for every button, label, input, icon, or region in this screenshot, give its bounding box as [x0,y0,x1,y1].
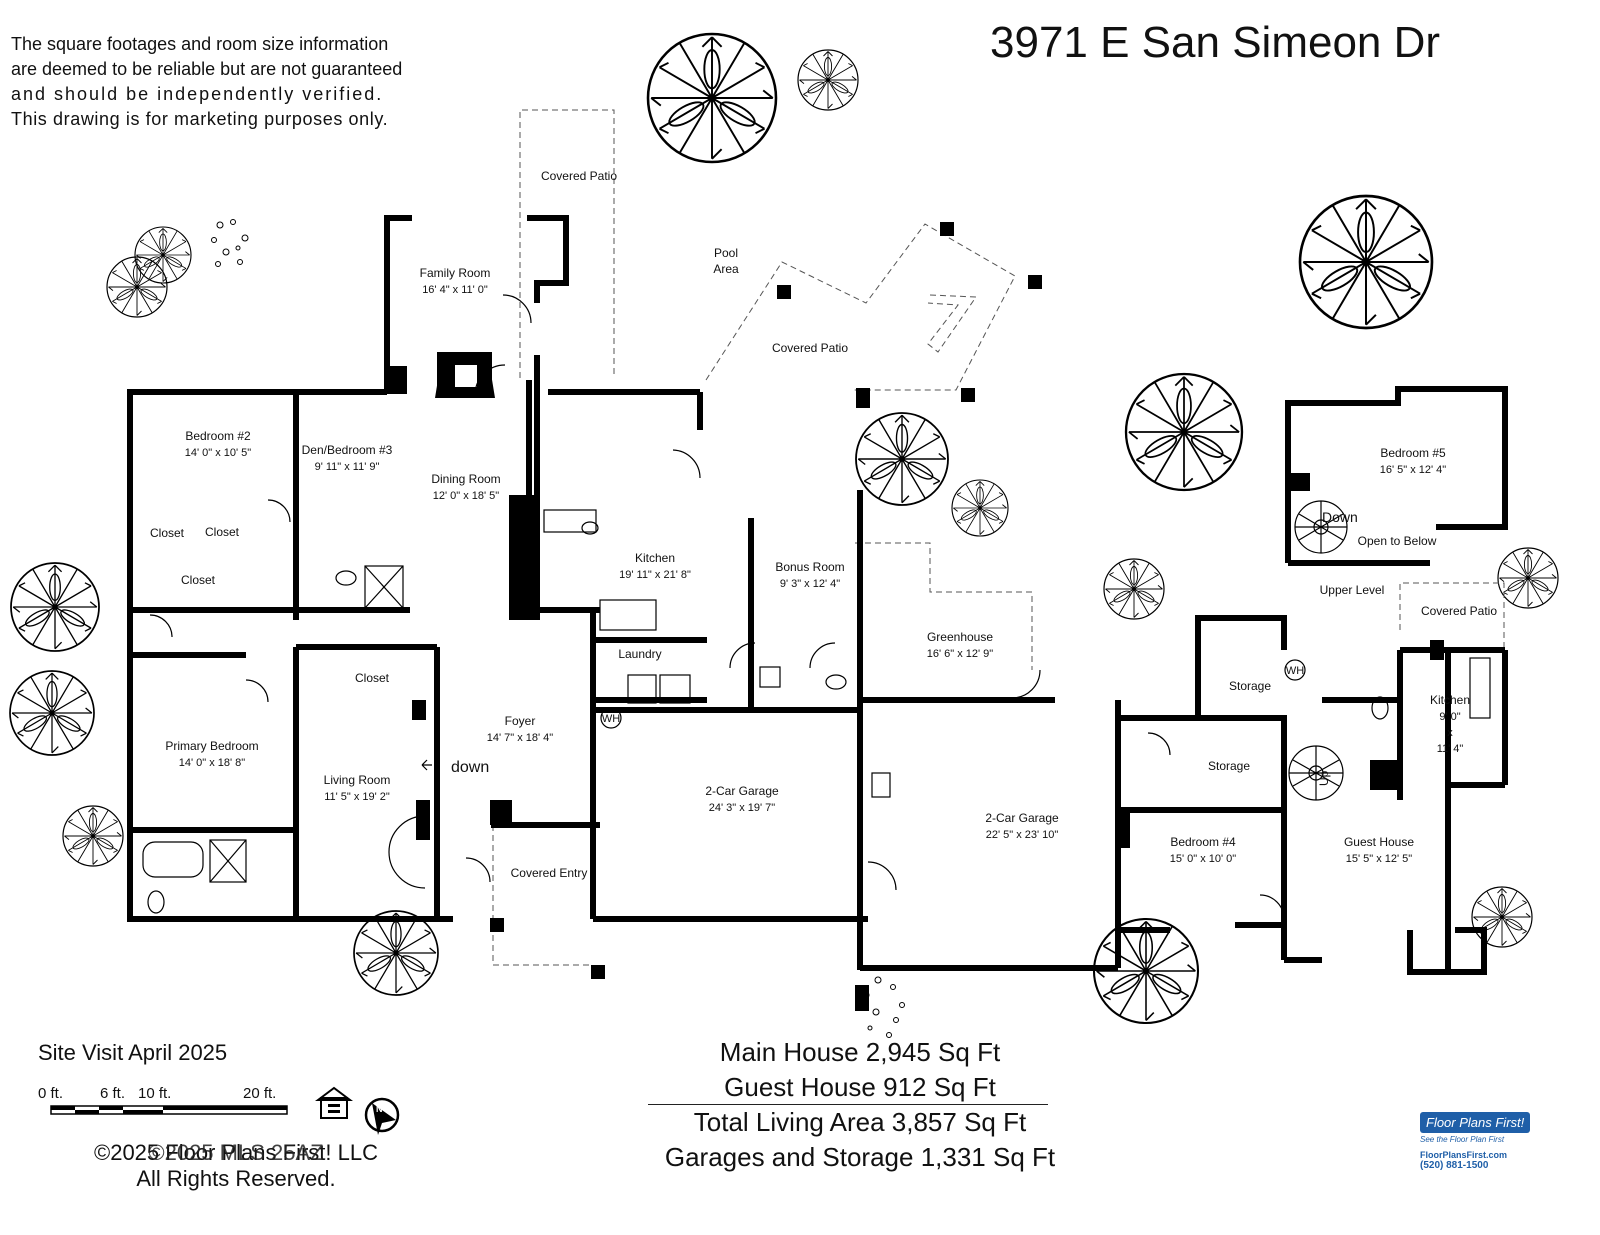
disclaimer-line: The square footages and room size inform… [11,34,389,54]
room-name: Bedroom #2 [185,429,251,443]
room-name: Guest House [1344,835,1414,849]
room-dims: 12' 0" x 18' 5" [433,490,500,502]
summary-main-house: Main House 2,945 Sq Ft [719,1037,1001,1067]
spiral-stair-lower [1288,745,1344,801]
equal-housing-icon [315,1086,353,1119]
room-name: 2-Car Garage [985,811,1059,825]
brand-logo: Floor Plans First! See the Floor Plan Fi… [1420,1112,1540,1171]
room-name: Primary Bedroom [165,739,258,753]
scale-label: 20 ft. [243,1085,277,1102]
stair-down-label: Down [1322,509,1358,525]
room-name: Area [713,262,739,276]
brand-name: Floor Plans First! [1420,1112,1531,1133]
room-name: Bedroom #4 [1170,835,1236,849]
room-dims: 9' 11" x 11' 9" [315,461,380,473]
stair-down-label: down [451,759,489,776]
room-name: Greenhouse [927,630,993,644]
room-dims: 22' 5" x 23' 10" [986,829,1059,841]
site-visit: Site Visit April 2025 [38,1040,228,1065]
room-name: Den/Bedroom #3 [302,443,393,457]
arrow-left-icon [421,759,432,771]
room-dims: 11' 4" [1437,743,1464,755]
room-dims: 19' 11" x 21' 8" [619,569,691,581]
room-dims: 9' 3" x 12' 4" [780,578,840,590]
address-title: 3971 E San Simeon Dr [990,18,1441,67]
wall-columns [385,222,1042,1011]
room-name: Living Room [324,773,391,787]
room-dims: x [1447,727,1453,739]
room-name: Closet [150,526,185,540]
spiral-stair-upper [1294,500,1348,554]
room-dims: 11' 5" x 19' 2" [324,791,390,803]
scale-label: 10 ft. [138,1085,172,1102]
svg-text:N: N [376,1104,383,1114]
room-dims: 14' 0" x 18' 8" [179,757,246,769]
room-dims: 15' 0" x 10' 0" [1170,853,1237,865]
room-name: Dining Room [431,472,500,486]
brand-url: FloorPlansFirst.com [1420,1150,1508,1160]
room-dims: 24' 3" x 19' 7" [709,802,776,814]
scale-graphic [50,1105,288,1115]
stair-up-label: Up [1317,770,1331,786]
room-name: 2-Car Garage [705,784,779,798]
room-name: Foyer [505,714,536,728]
mls-overlay: ©2025 MLS 25AZ [148,1140,324,1165]
room-dims: 16' 5" x 12' 4" [1380,464,1447,476]
water-heater-label: WH [602,713,620,725]
tree-icon [9,32,1559,1025]
room-name: Pool [714,246,738,260]
room-name: Storage [1208,759,1250,773]
room-name: Covered Patio [772,341,848,355]
scale-label: 0 ft. [38,1085,64,1102]
room-name: Closet [181,573,216,587]
guest-house-walls [1115,386,1508,975]
room-name: Kitchen [1430,693,1470,707]
summary-guest-house: Guest House 912 Sq Ft [724,1072,996,1102]
room-name: Covered Patio [541,169,617,183]
room-name: Storage [1229,679,1271,693]
guest-columns [1118,473,1444,848]
area-summary: Main House 2,945 Sq Ft Guest House 912 S… [640,1035,1080,1175]
upper-level-label: Upper Level [1320,583,1385,597]
summary-total: Total Living Area 3,857 Sq Ft [693,1107,1027,1137]
brand-phone: (520) 881-1500 [1420,1160,1489,1171]
room-name: Closet [355,671,390,685]
room-name: Covered Patio [1421,604,1497,618]
disclaimer: The square footages and room size inform… [11,32,402,132]
disclaimer-line: are deemed to be reliable but are not gu… [11,59,403,79]
room-name: Bedroom #5 [1380,446,1446,460]
open-to-below-label: Open to Below [1358,534,1437,548]
room-name: Closet [205,525,240,539]
disclaimer-line: and should be independently verified. [11,84,384,104]
room-labels: Family Room 16' 4" x 11' 0" Covered Pati… [150,169,1497,880]
room-dims: 16' 4" x 11' 0" [422,284,488,296]
room-dims: 14' 7" x 18' 4" [487,732,554,744]
summary-garages: Garages and Storage 1,331 Sq Ft [664,1142,1056,1172]
room-dims: 14' 0" x 10' 5" [185,447,252,459]
summary-divider [648,1104,1048,1105]
copyright-line: All Rights Reserved. [136,1166,336,1191]
patio-outline [492,109,1505,966]
room-name: Bonus Room [775,560,844,574]
fireplace-opening [455,365,477,387]
copyright-line: ©2025 Floor Plans First! LLC [94,1140,378,1165]
shrub-icon [211,219,905,1038]
north-arrow-icon: N [364,1097,400,1135]
copyright: ©2025 Floor Plans First! LLC ©2025 MLS 2… [6,1140,466,1192]
room-name: Kitchen [635,551,675,565]
room-name: Covered Entry [511,866,588,880]
main-house-walls [127,215,1121,971]
water-heater-label: WH [1286,665,1304,677]
room-dims: 15' 5" x 12' 5" [1346,853,1413,865]
room-name: Laundry [618,647,661,661]
scale-label: 6 ft. [100,1085,126,1102]
room-name: Family Room [420,266,491,280]
brand-tagline: See the Floor Plan First [1420,1135,1505,1144]
disclaimer-line: This drawing is for marketing purposes o… [11,109,389,129]
room-dims: 16' 6" x 12' 9" [927,648,994,660]
room-dims: 9' 0" [1439,711,1460,723]
